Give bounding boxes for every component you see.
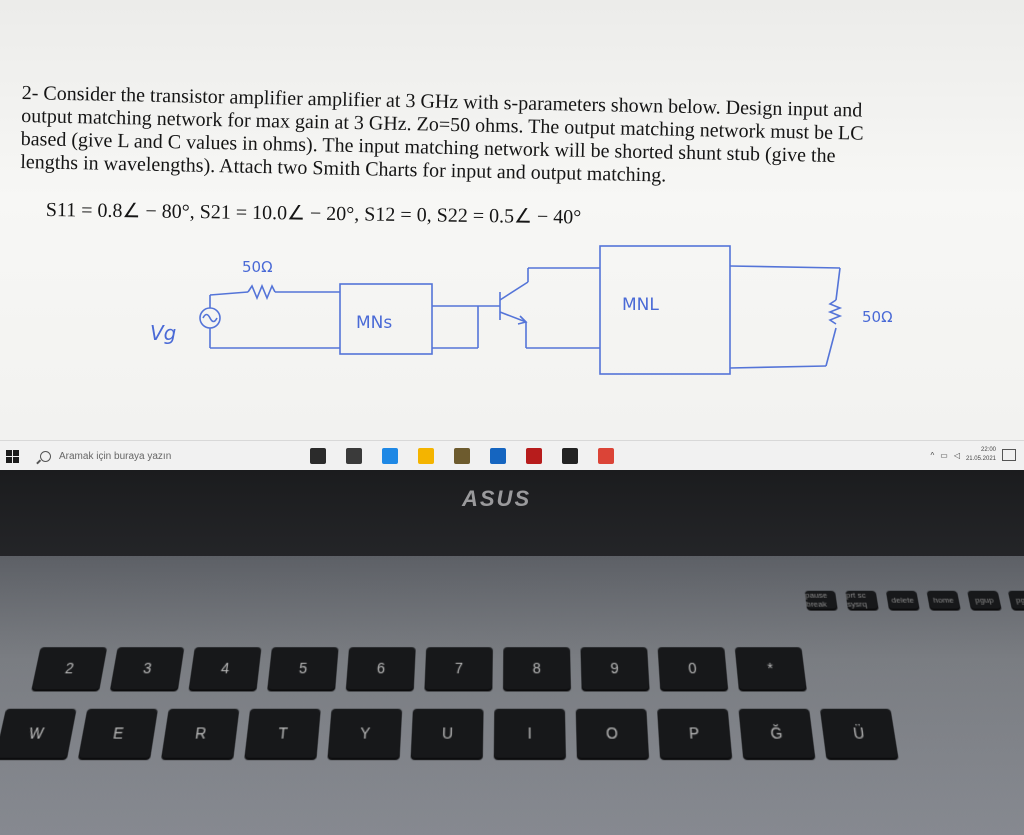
laptop-screen: 2- Consider the transistor amplifier amp… — [0, 0, 1024, 470]
keyboard-key[interactable]: R — [161, 708, 240, 758]
keyboard-key[interactable]: 6 — [345, 647, 416, 690]
keyboard-key[interactable]: 2 — [31, 647, 108, 690]
output-network-label: MNL — [622, 295, 659, 315]
keyboard-key[interactable]: U — [410, 708, 484, 758]
keyboard-key[interactable]: prt sc sysrq — [845, 590, 879, 609]
keyboard-key[interactable]: Ü — [819, 708, 899, 758]
keyboard-key[interactable]: delete — [885, 590, 920, 609]
network-icon[interactable]: ▭ — [940, 450, 948, 460]
taskbar-app-icon[interactable] — [598, 448, 614, 464]
keyboard-key[interactable]: pause break — [804, 590, 838, 609]
taskbar-app-icon[interactable] — [526, 448, 542, 464]
keyboard-key[interactable]: 5 — [267, 647, 339, 690]
keyboard-key[interactable]: * — [734, 647, 807, 690]
taskbar-app-icon[interactable] — [418, 448, 434, 464]
keyboard-key[interactable]: I — [493, 708, 566, 758]
keyboard-key[interactable]: 8 — [503, 647, 571, 690]
keyboard-key[interactable]: W — [0, 708, 77, 758]
taskbar-app-icon[interactable] — [382, 448, 398, 464]
taskbar-app-icon[interactable] — [490, 448, 506, 464]
source-resistor-icon — [247, 283, 276, 301]
keyboard-key[interactable]: pgdn — [1007, 590, 1024, 609]
keyboard-key[interactable]: 9 — [580, 647, 650, 690]
question-text: 2- Consider the transistor amplifier amp… — [20, 82, 1022, 195]
keyboard-key[interactable]: 0 — [657, 647, 729, 690]
keyboard-key[interactable]: home — [926, 590, 961, 609]
circuit-diagram: 50Ω Vg MNs MNL 50Ω — [150, 245, 893, 375]
laptop-bezel — [0, 470, 1024, 560]
system-tray: ^ ▭ ◁ 22:00 21.05.2021 — [930, 446, 996, 464]
taskbar-app-icon[interactable] — [454, 448, 470, 464]
input-matching-network-box — [339, 283, 433, 355]
chevron-up-icon[interactable]: ^ — [930, 450, 935, 460]
windows-start-icon[interactable] — [6, 450, 20, 464]
search-icon — [40, 450, 51, 462]
taskbar-apps — [310, 447, 614, 465]
keyboard-key[interactable]: E — [78, 708, 159, 758]
windows-taskbar: Aramak için buraya yazın ^ ▭ ◁ 22:00 21.… — [0, 440, 1024, 470]
search-placeholder: Aramak için buraya yazın — [59, 450, 172, 462]
load-resistor-label: 50Ω — [862, 308, 893, 326]
keyboard-key[interactable]: 7 — [424, 647, 493, 690]
keyboard-key[interactable]: pgup — [967, 590, 1002, 609]
input-network-label: MNs — [356, 313, 392, 333]
keyboard-key[interactable]: 3 — [110, 647, 185, 690]
keyboard-key[interactable]: P — [657, 708, 733, 758]
clock-date: 21.05.2021 — [965, 456, 996, 462]
taskbar-search[interactable]: Aramak için buraya yazın — [32, 444, 288, 468]
clock-time: 22:00 — [980, 447, 996, 453]
taskbar-app-icon[interactable] — [346, 448, 362, 464]
load-resistor-icon — [827, 299, 843, 325]
taskbar-app-icon[interactable] — [310, 448, 326, 464]
source-label: Vg — [150, 321, 176, 345]
volume-icon[interactable]: ◁ — [953, 450, 960, 460]
clock[interactable]: 22:00 21.05.2021 — [966, 446, 996, 464]
taskbar-app-icon[interactable] — [562, 448, 578, 464]
source-resistor-label: 50Ω — [242, 258, 273, 276]
keyboard-key[interactable]: T — [244, 708, 321, 758]
notification-icon[interactable] — [1002, 449, 1016, 461]
brand-logo: ASUS — [462, 486, 532, 511]
keyboard-key[interactable]: Y — [327, 708, 403, 758]
output-matching-network-box — [599, 245, 731, 375]
document-view: 2- Consider the transistor amplifier amp… — [0, 0, 1024, 440]
keyboard-key[interactable]: O — [575, 708, 650, 758]
s-parameters: S11 = 0.8∠ − 80°, S21 = 10.0∠ − 20°, S12… — [45, 198, 582, 229]
keyboard-key[interactable]: 4 — [188, 647, 262, 690]
keyboard-key[interactable]: Ğ — [738, 708, 816, 758]
